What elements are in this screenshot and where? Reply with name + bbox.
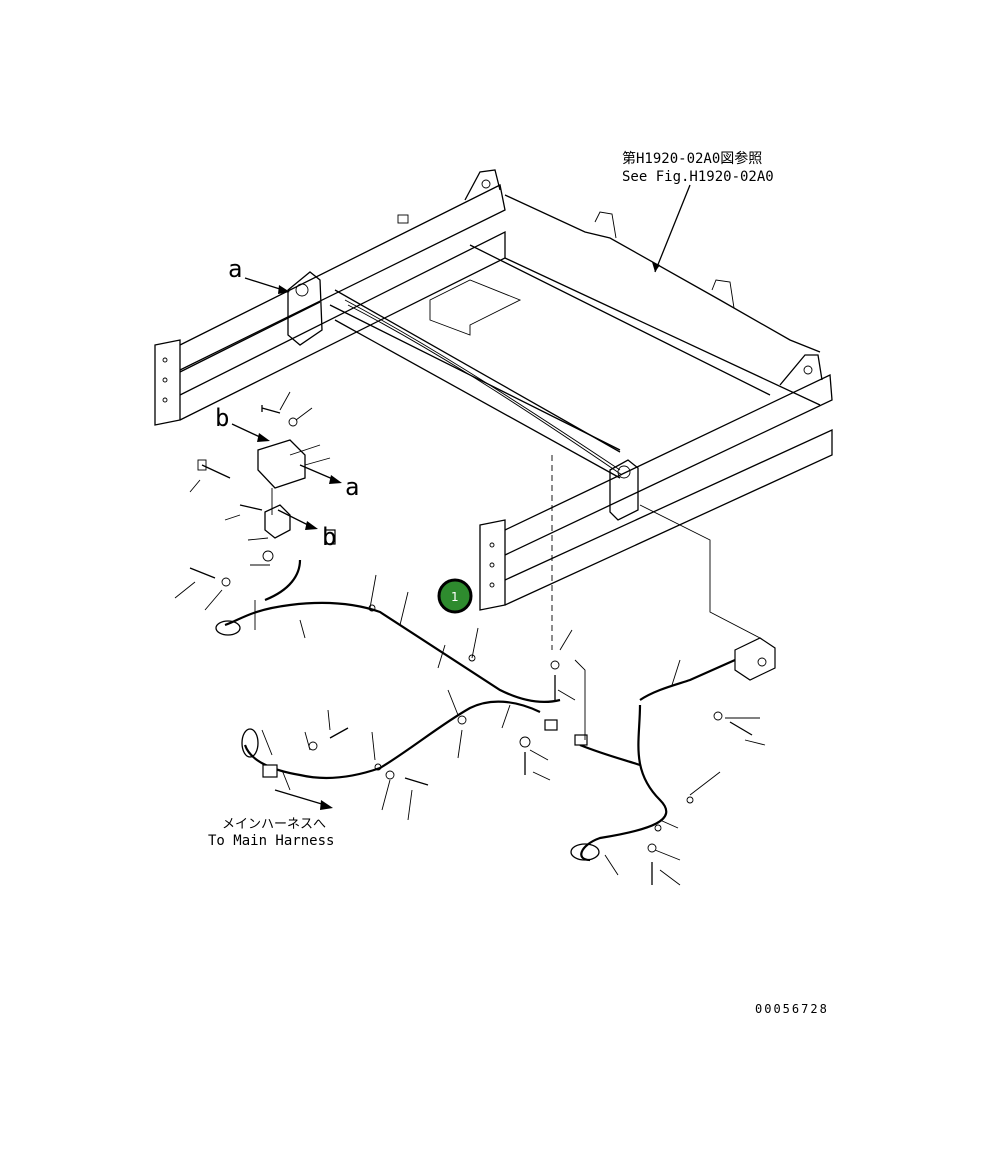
bracket-assembly: [189, 405, 306, 587]
letter-b-left: b: [215, 404, 229, 432]
letter-a-right: a: [345, 473, 359, 501]
reference-leader: [654, 184, 691, 273]
leader-lines: [174, 391, 766, 886]
reference-label-jp: 第H1920-02A0図参照: [622, 150, 762, 167]
frame-assembly: [154, 169, 833, 611]
letter-a-top: a: [228, 255, 242, 283]
wiring-harness: [215, 455, 776, 885]
to-main-harness-jp: メインハーネスへ: [222, 817, 326, 832]
drawing-number: 00056728: [755, 1002, 829, 1016]
to-main-harness-en: To Main Harness: [208, 833, 334, 849]
letter-b-right: b: [322, 523, 336, 551]
callout-number: 1: [451, 590, 459, 604]
callout-marker[interactable]: [437, 578, 473, 614]
part-callout-1[interactable]: 1: [437, 578, 473, 614]
reference-label-en: See Fig.H1920-02A0: [622, 169, 774, 185]
direction-arrows: [231, 277, 342, 810]
